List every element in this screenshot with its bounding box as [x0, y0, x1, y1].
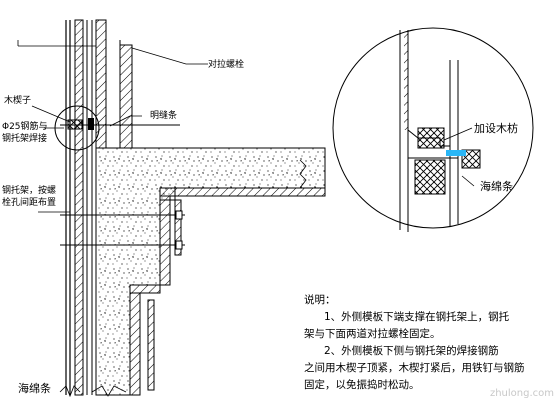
wood-wedge: [67, 119, 83, 130]
label-rebar-weld-1: Φ25钢筋与: [2, 122, 48, 132]
leader-detail-sponge: [461, 175, 475, 187]
label-tie-bolt: 对拉螺栓: [208, 60, 245, 70]
right-lower-block: [147, 299, 155, 391]
main-section: [17, 19, 326, 398]
lower-wall-form: [129, 292, 141, 396]
detail-circle: [332, 27, 534, 229]
notes-line-4: 之间用木楔子顶紧，木楔打紧后，用铁钉与钢筋: [304, 362, 525, 374]
label-bracket-1: 钢托架，按螺: [2, 186, 57, 196]
outer-formwork: [74, 19, 84, 396]
notes-block: 说明： 1、外侧模板下端支撑在钢托架上，钢托 架与下面两道对拉螺栓固定。 2、外…: [304, 292, 554, 394]
lower-step-form: [129, 284, 161, 294]
notes-heading: 说明：: [304, 294, 336, 306]
notes-line-1: 1、外侧模板下端支撑在钢托架上，钢托: [324, 311, 510, 323]
upper-wall-right-form: [119, 44, 133, 149]
label-bracket-2: 栓孔间距布置: [2, 198, 57, 208]
slab-soffit-form: [159, 187, 326, 197]
notes-line-2: 架与下面两道对拉螺栓固定。: [304, 328, 441, 340]
leader-tie-bolt: [131, 47, 208, 65]
label-detail-wood: 加设木枋: [474, 122, 518, 135]
detail-lower-block: [414, 159, 446, 195]
label-rebar-weld-2: 钢托架焊接: [2, 134, 48, 144]
leader-wedge: [31, 105, 71, 123]
detail-wood-batten: [417, 127, 445, 149]
detail-highlight-mark: [446, 150, 466, 156]
right-upper-block: [174, 199, 182, 256]
wall-step-form: [159, 195, 171, 286]
label-wood-wedge: 木楔子: [4, 96, 32, 106]
detail-sponge-strip: [461, 149, 481, 169]
notes-line-5: 固定，以免振捣时松动。: [304, 379, 420, 391]
enlarged-detail: [332, 27, 534, 232]
upper-wall-left-form: [95, 19, 107, 149]
label-detail-sponge: 海绵条: [480, 180, 513, 193]
label-seam-strip: 明缝条: [150, 111, 178, 121]
leader-detail-wood: [443, 127, 473, 141]
watermark: zhulong.com: [489, 388, 554, 399]
notes-line-3: 2、外侧模板下侧与钢托架的焊接钢筋: [324, 345, 499, 357]
label-sponge-bottom: 海绵条: [18, 382, 51, 395]
leader-seam-strip: [109, 115, 142, 127]
